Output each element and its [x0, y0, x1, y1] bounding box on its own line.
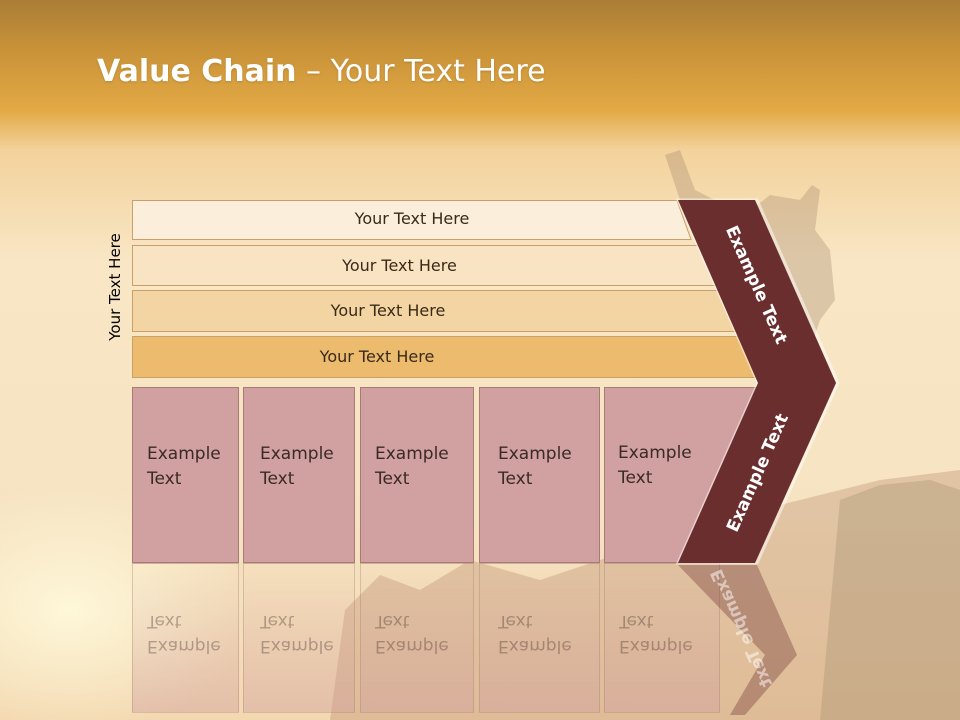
block-4-line1: Example: [498, 444, 572, 464]
block-1-reflection-line2: Text: [147, 611, 182, 631]
block-2-reflection-line2: Text: [260, 611, 295, 631]
bar-1-label: Your Text Here: [354, 208, 470, 228]
block-1-reflection: Example Text: [132, 563, 239, 713]
bar-3: Your Text Here: [132, 290, 740, 332]
block-2-line2: Text: [260, 469, 295, 489]
block-3-reflection-line2: Text: [375, 611, 410, 631]
bar-1-shape: [132, 200, 692, 240]
block-5-line2: Text: [618, 468, 653, 488]
block-3: Example Text: [360, 387, 474, 563]
block-2-reflection-line1: Example: [260, 636, 334, 656]
bar-1: Your Text Here: [132, 200, 692, 240]
block-5-line1: Example: [618, 443, 692, 463]
block-2-line1: Example: [260, 444, 334, 464]
block-1: Example Text: [132, 387, 239, 563]
block-3-line2: Text: [375, 469, 410, 489]
block-4-reflection: Example Text: [479, 563, 600, 713]
slide-title: Value Chain – Your Text Here: [97, 54, 546, 89]
bar-2: Your Text Here: [132, 245, 717, 286]
bar-2-label: Your Text Here: [342, 255, 457, 275]
block-5: Example Text: [618, 441, 692, 491]
block-4: Example Text: [479, 387, 600, 563]
block-3-reflection: Example Text: [360, 563, 474, 713]
block-4-reflection-line1: Example: [498, 636, 572, 656]
block-1-line2: Text: [147, 469, 182, 489]
block-1-reflection-line1: Example: [147, 636, 221, 656]
block-4-reflection-line2: Text: [498, 611, 533, 631]
value-chevron: [675, 198, 840, 565]
block-3-line1: Example: [375, 444, 449, 464]
block-2: Example Text: [243, 387, 355, 563]
bar-4-label: Your Text Here: [319, 346, 435, 366]
block-2-reflection: Example Text: [243, 563, 355, 713]
title-bold: Value Chain: [97, 54, 297, 89]
block-4-line2: Text: [498, 469, 533, 489]
block-3-reflection-line1: Example: [375, 636, 449, 656]
title-rest: – Your Text Here: [296, 54, 546, 89]
vertical-axis-label: Your Text Here: [106, 233, 124, 341]
block-1-line1: Example: [147, 444, 221, 464]
chevron-reflection: [678, 565, 797, 715]
bar-3-label: Your Text Here: [330, 300, 446, 320]
